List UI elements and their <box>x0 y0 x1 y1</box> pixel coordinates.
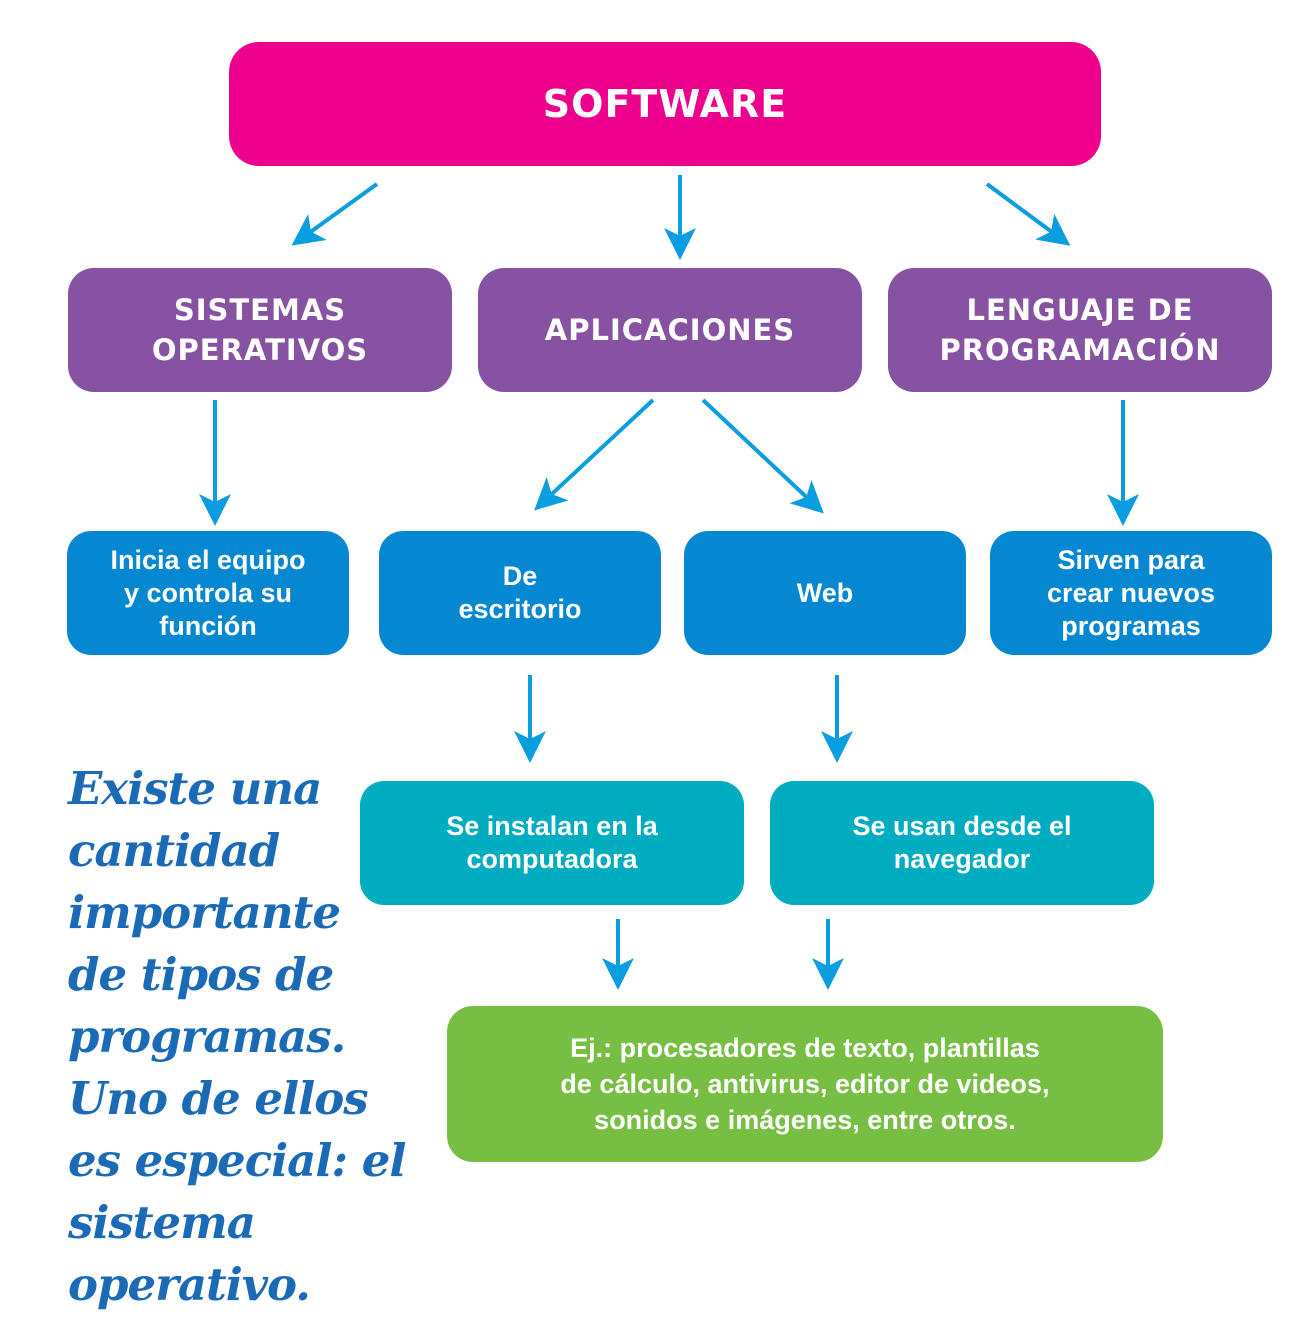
category-aplicaciones: APLICACIONES <box>478 268 862 392</box>
arrow-software-to-lenguaje <box>985 182 1071 246</box>
category-label: APLICACIONES <box>544 313 796 347</box>
desc-web: Web <box>684 531 966 655</box>
software-root-label: SOFTWARE <box>542 82 788 126</box>
detail-label: Se instalan en la computadora <box>446 811 658 874</box>
desc-label: Sirven para crear nuevos programas <box>1046 544 1216 641</box>
detail-label: Se usan desde el navegador <box>852 811 1072 874</box>
arrow-software-to-sistemas <box>291 182 379 246</box>
side-note-text: Existe una cantidad importante de tipos … <box>68 762 406 1311</box>
arrow-aplicaciones-to-web <box>701 398 824 514</box>
desc-sirven-para-crear: Sirven para crear nuevos programas <box>990 531 1272 655</box>
detail-se-usan: Se usan desde el navegador <box>770 781 1154 905</box>
examples-node: Ej.: procesadores de texto, plantillas d… <box>447 1006 1163 1162</box>
desc-label: Inicia el equipo y controla su función <box>110 544 306 641</box>
detail-se-instalan: Se instalan en la computadora <box>360 781 744 905</box>
category-sistemas-operativos: SISTEMAS OPERATIVOS <box>68 268 452 392</box>
category-lenguaje-de-programacion: LENGUAJE DE PROGRAMACIÓN <box>888 268 1272 392</box>
software-root-node: SOFTWARE <box>229 42 1101 166</box>
desc-inicia-el-equipo: Inicia el equipo y controla su función <box>67 531 349 655</box>
category-label: SISTEMAS OPERATIVOS <box>151 293 369 367</box>
category-label: LENGUAJE DE PROGRAMACIÓN <box>939 293 1221 367</box>
desc-label: Web <box>796 577 854 608</box>
desc-label: De escritorio <box>458 561 582 624</box>
desc-de-escritorio: De escritorio <box>379 531 661 655</box>
examples-label: Ej.: procesadores de texto, plantillas d… <box>560 1033 1050 1135</box>
arrow-aplicaciones-to-escritorio <box>534 398 655 511</box>
